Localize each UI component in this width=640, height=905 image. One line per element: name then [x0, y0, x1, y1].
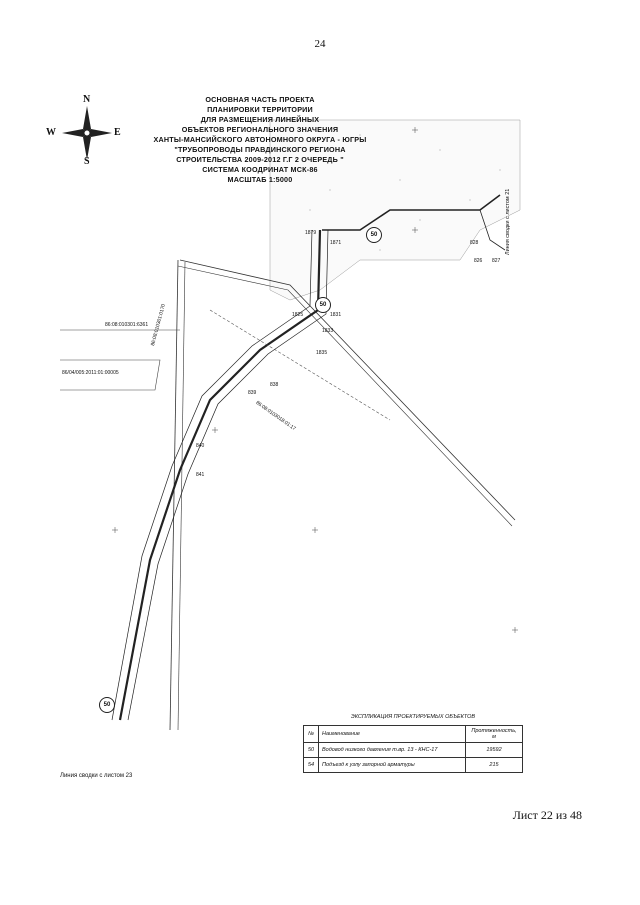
legend-cell-len: 215 — [465, 757, 523, 773]
map-drawing — [60, 119, 521, 731]
point-label: 828 — [470, 240, 479, 246]
pipeline-marker: 50 — [99, 697, 115, 713]
sheet-link-bottom: Линия сводки с листом 23 — [60, 773, 133, 779]
legend-title: ЭКСПЛИКАЦИЯ ПРОЕКТИРУЕМЫХ ОБЪЕКТОВ — [350, 714, 476, 720]
point-label: 1835 — [316, 350, 328, 356]
grid-crosses — [112, 127, 518, 633]
compass-icon — [62, 106, 112, 160]
title-line: ДЛЯ РАЗМЕЩЕНИЯ ЛИНЕЙНЫХ — [200, 115, 320, 124]
compass-n: N — [83, 94, 91, 105]
legend-header-name: Наименование — [318, 725, 466, 743]
point-label: 841 — [196, 472, 205, 478]
map-title: ОСНОВНАЯ ЧАСТЬ ПРОЕКТА ПЛАНИРОВКИ ТЕРРИТ… — [130, 95, 390, 185]
title-line: СТРОИТЕЛЬСТВА 2009-2012 Г.Г 2 ОЧЕРЕДЬ " — [176, 155, 344, 164]
parcel-label: 86:08:010301:6361 — [105, 322, 149, 328]
point-label: 839 — [248, 390, 257, 396]
table-row: 50 Водовод низкого давления т.вр. 13 - К… — [303, 742, 523, 758]
point-label: 1833 — [322, 328, 334, 334]
legend-header-len: Протяженность, м — [465, 725, 523, 743]
point-label: 827 — [492, 258, 501, 264]
pipeline-marker: 50 — [366, 227, 382, 243]
table-row: № Наименование Протяженность, м — [303, 725, 523, 743]
sheet-link-right: Линия сводки с листом 21 — [505, 188, 511, 255]
road-line — [177, 265, 513, 527]
legend-cell-no: 50 — [303, 742, 319, 758]
overhead-line — [209, 309, 391, 421]
title-line: ОСНОВНАЯ ЧАСТЬ ПРОЕКТА — [205, 95, 315, 104]
title-line: ХАНТЫ-МАНСИЙСКОГО АВТОНОМНОГО ОКРУГА - Ю… — [153, 135, 367, 144]
title-line: СИСТЕМА КООДРИНАТ МСК-86 — [202, 165, 318, 174]
road-vertical — [177, 261, 186, 731]
parcel-label: 86/04/005:2011:01:00005 — [62, 370, 119, 376]
compass-s: S — [84, 156, 90, 167]
compass-w: W — [46, 127, 56, 138]
legend-cell-no: 54 — [303, 757, 319, 773]
road-vertical — [169, 259, 179, 731]
parcel-line — [60, 359, 161, 391]
title-line: ОБЪЕКТОВ РЕГИОНАЛЬНОГО ЗНАЧЕНИЯ — [181, 125, 339, 134]
legend: ЭКСПЛИКАЦИЯ ПРОЕКТИРУЕМЫХ ОБЪЕКТОВ № Наи… — [303, 714, 523, 773]
point-label: 826 — [474, 258, 483, 264]
point-label: 1879 — [305, 230, 317, 236]
pipeline-marker: 50 — [315, 297, 331, 313]
point-label: 838 — [270, 382, 279, 388]
terrain-dots — [289, 134, 501, 251]
compass-rose: N S E W — [46, 94, 122, 168]
legend-cell-len: 19592 — [465, 742, 523, 758]
legend-cell-name: Подъезд к узлу запорной арматуры — [318, 757, 466, 773]
sheet-footer: Лист 22 из 48 — [512, 808, 582, 822]
legend-header-no: № — [303, 725, 319, 743]
page-number: 24 — [314, 38, 326, 50]
point-label: 1825 — [292, 312, 304, 318]
title-line: "ТРУБОПРОВОДЫ ПРАВДИНСКОГО РЕГИОНА — [174, 145, 346, 154]
road-line — [179, 259, 516, 521]
title-line: ПЛАНИРОВКИ ТЕРРИТОРИИ — [207, 105, 313, 114]
point-label: 840 — [196, 443, 205, 449]
title-line: МАСШТАБ 1:5000 — [227, 175, 293, 184]
compass-e: E — [114, 127, 121, 138]
point-label: 1871 — [330, 240, 342, 246]
legend-cell-name: Водовод низкого давления т.вр. 13 - КНС-… — [318, 742, 466, 758]
legend-table: № Наименование Протяженность, м 50 Водов… — [303, 725, 523, 773]
table-row: 54 Подъезд к узлу запорной арматуры 215 — [303, 757, 523, 773]
point-label: 1831 — [330, 312, 342, 318]
